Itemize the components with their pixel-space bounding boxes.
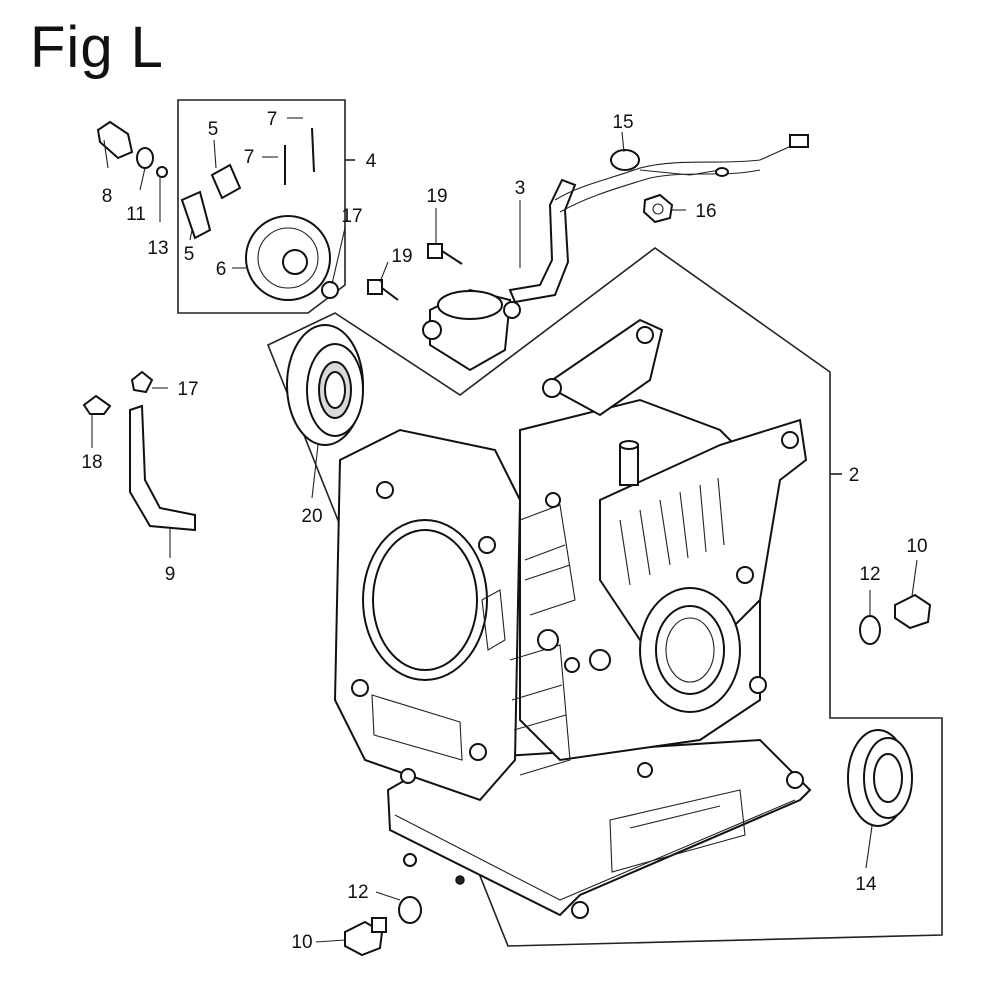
breather-tube-parts bbox=[82, 370, 196, 532]
callout-16: 16 bbox=[695, 201, 716, 222]
crankcase bbox=[333, 318, 812, 919]
callout-15: 15 bbox=[612, 112, 633, 133]
callout-9: 9 bbox=[165, 564, 176, 585]
callout-12-bottom: 12 bbox=[347, 882, 368, 903]
leader-lines bbox=[91, 117, 918, 943]
callout-11: 11 bbox=[126, 204, 146, 225]
callout-12-right: 12 bbox=[859, 564, 880, 585]
callout-18: 18 bbox=[81, 452, 102, 473]
crankcase-group-outline bbox=[266, 247, 943, 947]
drain-plug-right bbox=[859, 593, 932, 645]
callout-19-upper: 19 bbox=[426, 186, 447, 207]
callout-7-upper: 7 bbox=[267, 109, 278, 130]
callout-17-left: 17 bbox=[177, 379, 198, 400]
nut-part bbox=[642, 193, 674, 224]
drain-plug-bottom bbox=[344, 896, 422, 957]
callout-20: 20 bbox=[301, 506, 322, 527]
bearing-part bbox=[286, 324, 364, 446]
callout-13: 13 bbox=[147, 238, 168, 259]
callout-10-right: 10 bbox=[906, 536, 927, 557]
callout-10-bottom: 10 bbox=[291, 932, 312, 953]
bolt-part bbox=[367, 243, 463, 301]
callout-5-upper: 5 bbox=[208, 119, 219, 140]
callout-14: 14 bbox=[855, 874, 877, 895]
callout-17-upper: 17 bbox=[341, 206, 362, 227]
governor-parts bbox=[96, 120, 339, 301]
callout-7-lower: 7 bbox=[244, 147, 255, 168]
governor-group-outline bbox=[177, 99, 346, 314]
callout-2: 2 bbox=[849, 465, 860, 486]
callout-8: 8 bbox=[102, 186, 113, 207]
oil-switch-part bbox=[422, 134, 809, 372]
callout-3: 3 bbox=[515, 178, 526, 199]
callout-5-lower: 5 bbox=[184, 244, 195, 265]
figure-title: Fig L bbox=[30, 15, 164, 80]
callout-19-lower: 19 bbox=[391, 246, 412, 267]
callout-4: 4 bbox=[366, 151, 377, 172]
callout-6: 6 bbox=[216, 259, 227, 280]
callout-labels: 7 7 5 4 8 11 13 5 6 17 15 3 19 19 16 17 … bbox=[81, 109, 927, 953]
oil-seal-part bbox=[847, 729, 913, 827]
